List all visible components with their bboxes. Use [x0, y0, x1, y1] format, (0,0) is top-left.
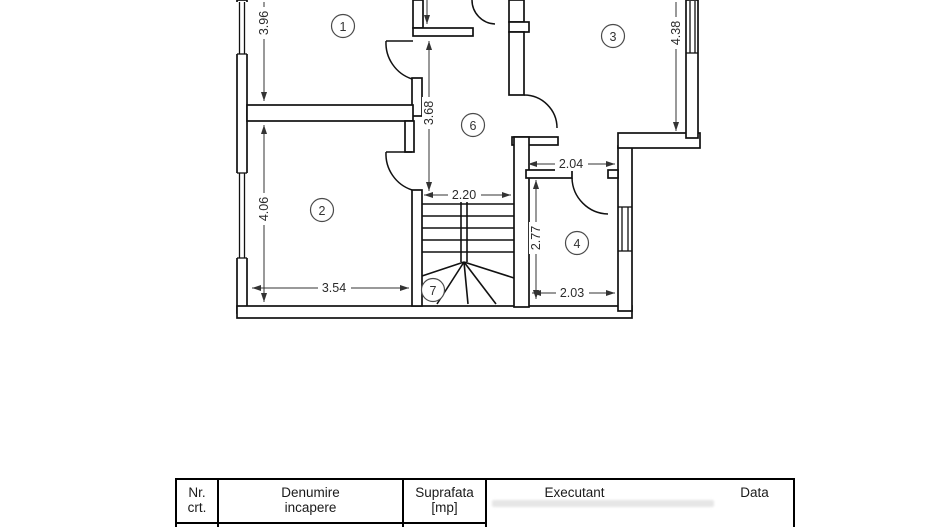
room-number: 7 [430, 284, 437, 298]
header-line: [mp] [431, 500, 458, 515]
dim-203: 2.03 [532, 286, 615, 300]
col-header-executant: Executant [544, 485, 605, 500]
header-line: Nr. [188, 485, 206, 500]
door-arc [385, 40, 413, 80]
dim-220: 2.20 [424, 188, 511, 202]
dimensions: 3.96 4.06 3.68 4.38 2.04 [251, 0, 684, 302]
stair-winders [421, 261, 515, 305]
room-number: 1 [340, 20, 347, 34]
wall-hall-room3 [508, 31, 525, 96]
room-label-7: 7 [420, 277, 446, 303]
room-number: 6 [470, 119, 477, 133]
room-label-2: 2 [309, 197, 335, 223]
dim-label: 3.68 [422, 101, 436, 125]
room-number: 3 [610, 30, 617, 44]
header-line: incapere [284, 500, 337, 515]
wall-closet-left [412, 0, 424, 29]
room-label-1: 1 [330, 13, 356, 39]
dim-277: 2.77 [529, 180, 544, 299]
col-header-data: Data [740, 485, 769, 500]
dim-label: 3.54 [322, 281, 346, 295]
legend-table: Nr. crt. Denumire incapere Suprafata [mp… [175, 478, 795, 527]
col-header-nr-crt: Nr. crt. [177, 485, 217, 515]
dim-label: 3.96 [257, 11, 271, 35]
dim-406: 4.06 [257, 125, 272, 302]
dim-label: 2.03 [560, 286, 584, 300]
door-arc-closet [471, 0, 496, 25]
windows [236, 1, 698, 259]
col-header-denumire: Denumire incapere [219, 485, 402, 515]
window-right-room4 [618, 206, 632, 252]
wall-exterior-bottom [236, 305, 633, 319]
door-room1 [385, 40, 413, 80]
dim-label: 4.38 [669, 21, 683, 45]
dim-label: 2.04 [559, 157, 583, 171]
wall-room4-top [525, 169, 573, 179]
table-divider [217, 480, 219, 527]
wall-room1-room2-divider [246, 104, 414, 122]
header-line: Denumire [281, 485, 340, 500]
window-right-room3 [686, 1, 698, 54]
doors [385, 0, 609, 215]
room-number: 2 [319, 204, 326, 218]
door-arc [385, 151, 413, 191]
door-arc-room3-lobby [523, 94, 558, 129]
table-divider [402, 480, 404, 527]
stair-stringer [460, 196, 468, 262]
wall-closet-bottom [412, 27, 474, 37]
door-room2 [385, 151, 413, 191]
staircase [421, 196, 515, 305]
wall-room2-right-lower [411, 189, 423, 307]
room-number: 4 [574, 237, 581, 251]
header-line: Suprafata [415, 485, 474, 500]
room-label-6: 6 [460, 112, 486, 138]
wall-mid-top [508, 0, 525, 23]
wall-exterior-step [617, 132, 701, 149]
walls [236, 0, 701, 319]
wall-room2-right-upper [404, 120, 415, 153]
door-arc-room4 [571, 177, 609, 215]
table-divider [485, 480, 487, 527]
dim-label: 4.06 [257, 197, 271, 221]
dim-438: 4.38 [669, 2, 684, 131]
dim-354: 3.54 [251, 281, 409, 295]
wall-lobby-horizontal [511, 136, 559, 146]
table-row-divider [177, 522, 487, 524]
room-label-4: 4 [564, 230, 590, 256]
wall-stairs-room4 [513, 136, 530, 308]
room-labels: 1 2 3 4 6 7 [309, 13, 626, 303]
window-left-bottom [236, 172, 248, 259]
header-line: crt. [187, 500, 207, 515]
stair-treads [422, 203, 514, 253]
dim-396: 3.96 [257, 2, 272, 101]
room-label-3: 3 [600, 23, 626, 49]
dim-204: 2.04 [528, 157, 615, 171]
wall-mid-stub [508, 21, 530, 33]
window-left-top [236, 2, 248, 55]
dim-label: 2.20 [452, 188, 476, 202]
dim-368: 3.68 [422, 41, 437, 191]
dim-label: 2.77 [529, 226, 543, 250]
faded-pencil-marks [492, 500, 714, 507]
wall-room4-top-cap [607, 169, 619, 179]
col-header-suprafata: Suprafata [mp] [404, 485, 485, 515]
